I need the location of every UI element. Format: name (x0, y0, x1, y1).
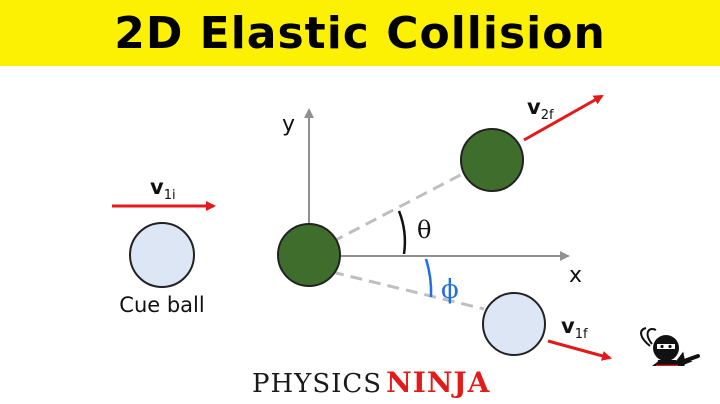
trajectory-ball-2 (331, 169, 469, 244)
v1f-arrow (547, 339, 612, 361)
phi-arc (424, 258, 433, 298)
v2f-arrow (523, 94, 604, 142)
cue-ball-label: Cue ball (119, 293, 204, 317)
cue-ball-final (482, 292, 546, 356)
page-title: 2D Elastic Collision (114, 7, 606, 59)
v2f-label: v2f (527, 95, 554, 123)
brand-logo: PHYSICS NINJA (252, 366, 490, 402)
y-axis-label: y (282, 112, 295, 137)
brand-physics-text: PHYSICS (252, 369, 383, 399)
target-ball-final (460, 128, 524, 192)
trajectory-ball-1 (331, 270, 485, 311)
brand-ninja-text: NINJA (386, 366, 491, 399)
theta-arc (397, 210, 407, 255)
theta-label: θ (417, 216, 431, 244)
v1f-label: v1f (561, 314, 588, 342)
x-axis-label: x (569, 263, 582, 288)
title-banner: 2D Elastic Collision (0, 0, 720, 66)
collision-diagram: y x θ ϕ v1i v2f v1f Cue ball (112, 94, 700, 366)
phi-label: ϕ (441, 275, 459, 305)
ninja-mascot-icon (640, 327, 700, 366)
v1i-label: v1i (150, 175, 176, 203)
target-ball-at-collision (277, 223, 341, 287)
cue-ball-initial (129, 222, 195, 288)
